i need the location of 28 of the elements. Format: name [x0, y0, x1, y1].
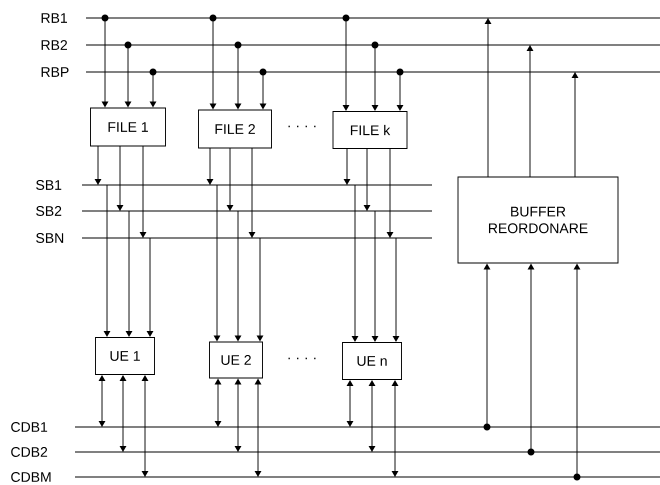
- ellipsis: · · · ·: [288, 358, 316, 360]
- bus-line: SB2: [36, 206, 432, 216]
- unit-box: UE 1: [95, 337, 155, 375]
- unit-box: UE 2: [209, 342, 263, 378]
- unit-box: FILE k: [332, 111, 408, 149]
- bus-line: SB1: [36, 180, 432, 190]
- buffer-box: BUFFER REORDONARE: [458, 176, 618, 264]
- bus-line: CDB2: [11, 447, 660, 457]
- arrow: [392, 238, 400, 342]
- bus-line: CDBM: [11, 472, 660, 482]
- bus-line: CDB1: [11, 422, 660, 432]
- unit-box: FILE 2: [198, 110, 272, 148]
- bus-line: RB1: [42, 13, 660, 23]
- unit-box: UE n: [342, 342, 402, 380]
- arrow: [234, 210, 242, 342]
- bus-line: RB2: [42, 40, 660, 50]
- arrow: [146, 238, 154, 337]
- arrow: [352, 184, 358, 342]
- arrow: [126, 210, 132, 337]
- ellipsis: · · · ·: [288, 126, 316, 128]
- bus-line: SBN: [36, 233, 432, 243]
- bus-line: RBP: [42, 67, 660, 77]
- arrow: [372, 210, 378, 342]
- arrow: [104, 184, 110, 337]
- arrow: [526, 45, 534, 177]
- arrow: [214, 184, 220, 342]
- unit-box: FILE 1: [90, 108, 166, 146]
- arrow: [256, 238, 264, 342]
